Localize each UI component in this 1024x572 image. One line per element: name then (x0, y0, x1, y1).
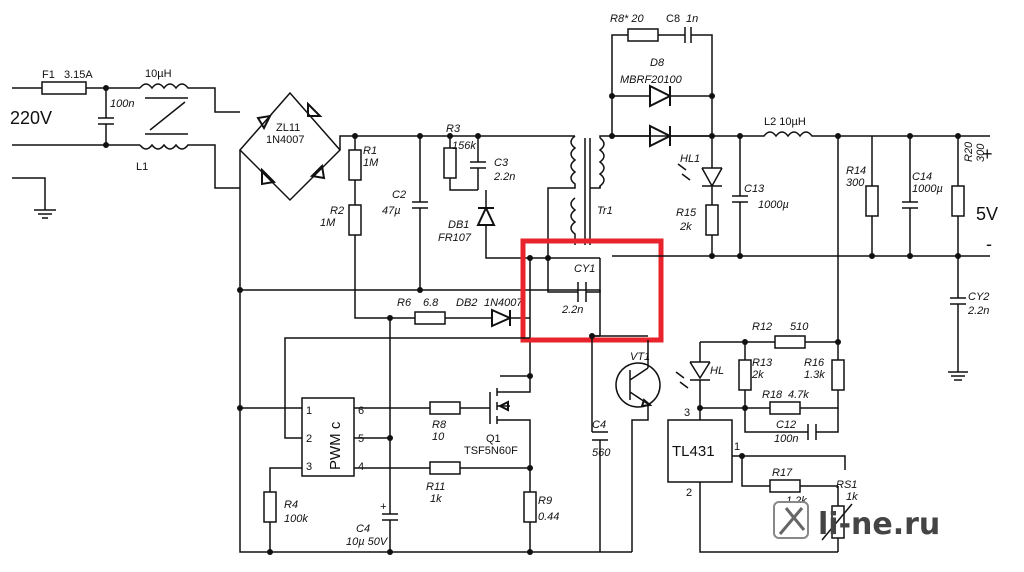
r8s-label: R8* 20 (610, 13, 645, 25)
pin4: 4 (358, 461, 364, 473)
r14-label: R14 (846, 165, 866, 177)
d8-label: D8 (650, 57, 665, 69)
r15-label: R15 (676, 207, 697, 219)
r17-label: R17 (772, 467, 793, 479)
r20-label: R20 (963, 141, 975, 162)
cy2-value: 2.2n (967, 305, 989, 317)
c2-label: C2 (392, 189, 406, 201)
db1-part: FR107 (438, 232, 472, 244)
db2-part: 1N4007 (484, 297, 523, 309)
c12-value: 100n (774, 433, 798, 445)
db2-label: DB2 (456, 297, 477, 309)
input-voltage-label: 220V (10, 108, 52, 128)
c13-label: C13 (744, 183, 765, 195)
zl11-label: ZL11 (276, 122, 300, 134)
pin5: 5 (358, 433, 364, 445)
c12-label: C12 (776, 419, 796, 431)
r20-value: 300 (975, 143, 987, 162)
watermark-text: li-ne.ru (818, 507, 940, 542)
c4a-label: C4 (592, 419, 606, 431)
tr1-label: Tr1 (597, 205, 613, 217)
c4a-value: 560 (592, 447, 611, 459)
r4-value: 100k (284, 513, 308, 525)
c13-value: 1000µ (758, 199, 789, 211)
pwm-label: PWM c (327, 421, 344, 470)
c4b-plus: + (380, 501, 387, 513)
c4b-label: C4 (356, 523, 370, 535)
l1-label: L1 (136, 161, 148, 173)
r18-label: R18 (762, 389, 783, 401)
r18-value: 4.7k (788, 389, 809, 401)
cy1-label: CY1 (574, 263, 595, 275)
r8-value: 10 (432, 431, 445, 443)
r11-value: 1k (430, 493, 442, 505)
l2-label: L2 10µH (764, 116, 806, 128)
mains-input: F1 3.15A 220V 100n 10µH L1 (10, 68, 240, 219)
zl11-part: 1N4007 (266, 134, 305, 146)
r12-label: R12 (752, 321, 772, 333)
r14-value: 300 (846, 177, 865, 189)
db1-label: DB1 (448, 219, 469, 231)
r12-value: 510 (790, 321, 809, 333)
r16-value: 1.3k (804, 369, 825, 381)
r16-label: R16 (804, 357, 825, 369)
tl431-pin2: 2 (686, 487, 692, 499)
c8-label: C8 (666, 13, 680, 25)
hl-label: HL (710, 365, 724, 377)
output-voltage: 5V (976, 204, 998, 224)
c14-label: C14 (912, 171, 932, 183)
r4-label: R4 (284, 499, 298, 511)
q1-part: TSF5N60F (464, 445, 518, 457)
r2-label: R2 (330, 205, 344, 217)
pwm-chip (301, 397, 355, 477)
watermark: li-ne.ru (773, 501, 940, 542)
fuse-f1 (41, 81, 87, 95)
output-minus: - (986, 234, 992, 254)
c3-label: C3 (494, 157, 509, 169)
vt1-label: VT1 (630, 351, 650, 363)
r1-value: 1M (363, 157, 379, 169)
q1-label: Q1 (486, 433, 501, 445)
r11-label: R11 (426, 481, 445, 493)
secondary-side: R8* 20 C8 1n D8 MBRF20100 L2 10µH HL1 R1… (590, 13, 998, 553)
r15-value: 2k (679, 221, 692, 233)
r8-label: R8 (432, 419, 447, 431)
pin2: 2 (306, 433, 312, 445)
c8-value: 1n (686, 13, 698, 25)
pin3: 3 (306, 461, 312, 473)
f1-label: F1 (42, 69, 55, 81)
cy2-label: CY2 (968, 291, 989, 303)
f1-value: 3.15A (64, 69, 93, 81)
c4b-value: 10µ 50V (346, 536, 389, 548)
r6-label: R6 (397, 297, 412, 309)
r3-label: R3 (446, 123, 461, 135)
d8-part: MBRF20100 (620, 74, 683, 86)
r3-value: 156k (452, 140, 476, 152)
tl431-pin1: 1 (734, 441, 740, 453)
cap-in-value: 100n (110, 98, 134, 110)
r6-value: 6.8 (423, 297, 439, 309)
c14-value: 1000µ (912, 183, 943, 195)
r1-label: R1 (363, 145, 377, 157)
r13-value: 2k (751, 369, 764, 381)
c3-value: 2.2n (493, 171, 515, 183)
primary-side: R1 1M R2 1M C2 47µ R3 156k C3 2.2n DB1 F… (237, 123, 664, 555)
pin6: 6 (358, 405, 364, 417)
r13-label: R13 (752, 357, 773, 369)
cy1-value: 2.2n (561, 304, 583, 316)
rs1-value: 1k (846, 491, 858, 503)
r9-value: 0.44 (538, 511, 559, 523)
c2-value: 47µ (382, 205, 401, 217)
r9-label: R9 (538, 495, 552, 507)
tl431-label: TL431 (672, 443, 715, 460)
pin1: 1 (306, 405, 312, 417)
l1-inductance: 10µH (145, 68, 172, 80)
bridge-zl11: ZL11 1N4007 (238, 91, 575, 290)
rs1-label: RS1 (836, 479, 857, 491)
output-plus: + (982, 144, 993, 164)
r2-value: 1M (320, 217, 336, 229)
hl1-label: HL1 (680, 153, 700, 165)
tl431-pin3: 3 (684, 407, 690, 419)
